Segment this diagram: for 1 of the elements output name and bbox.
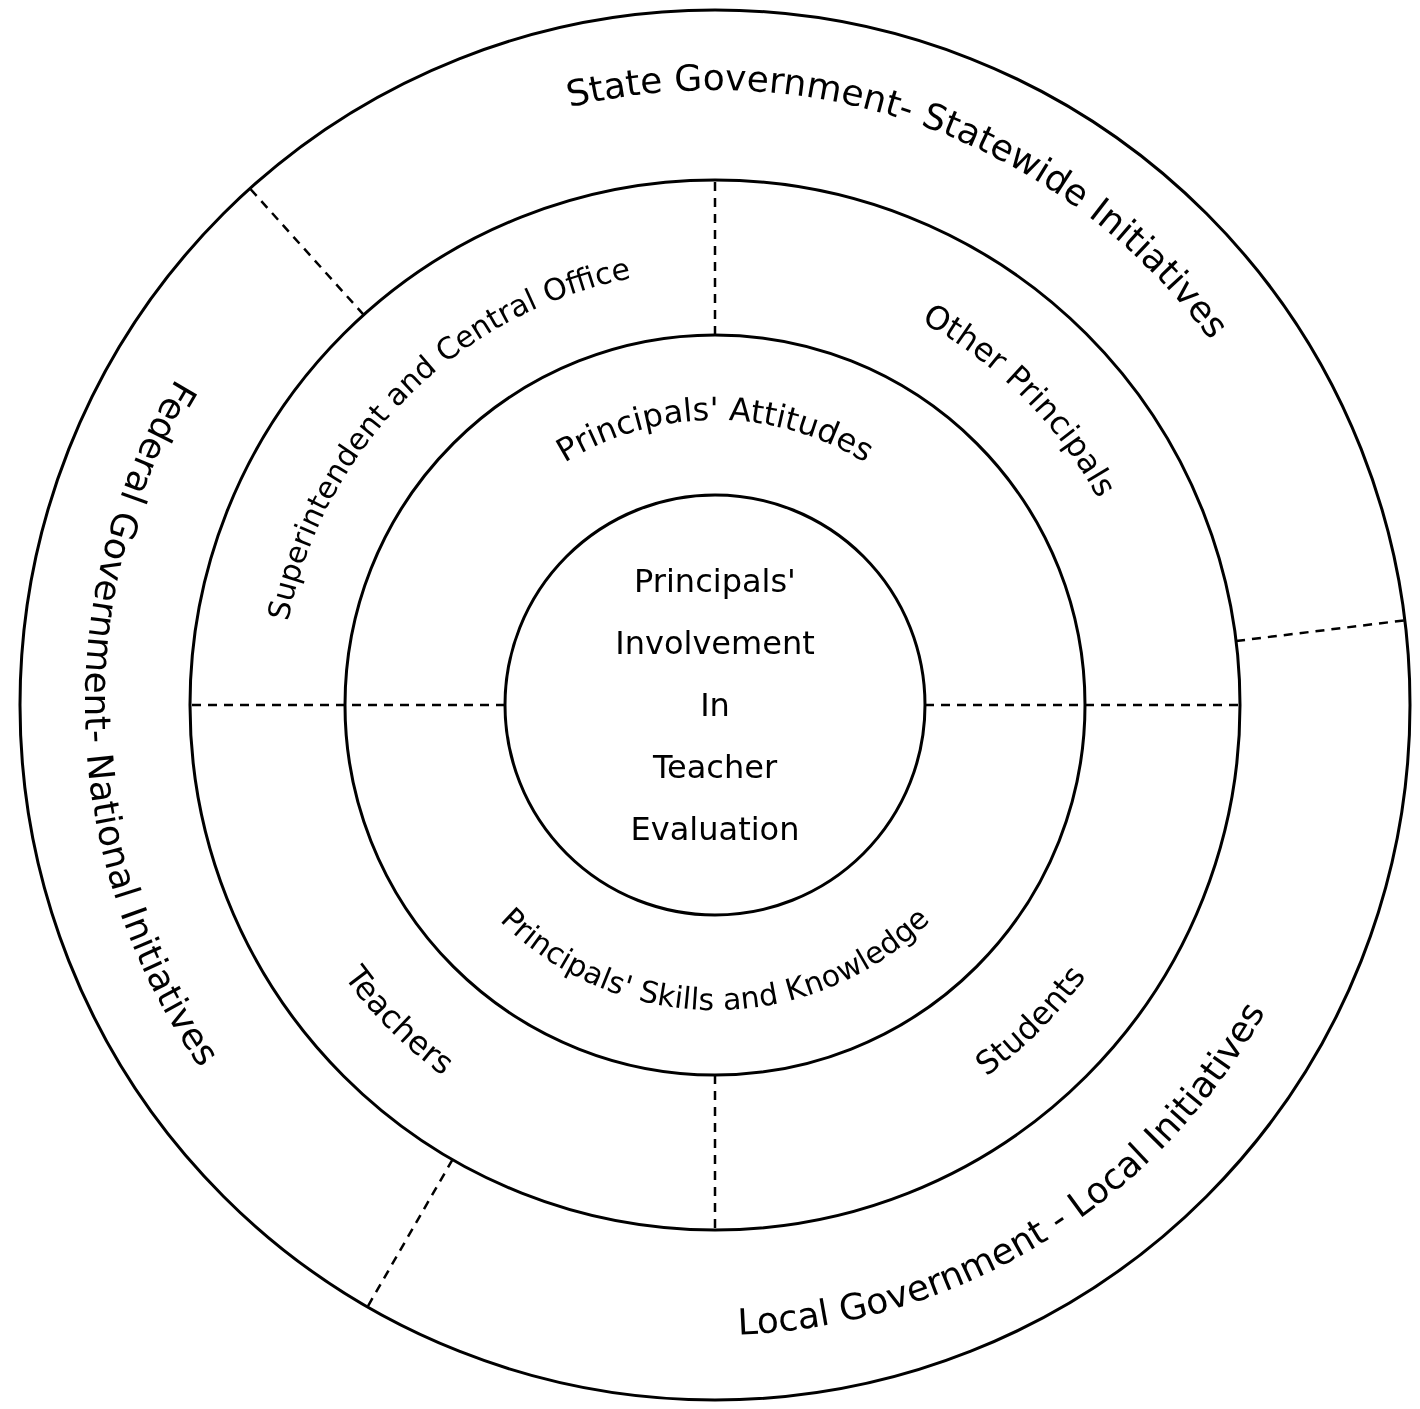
center-label: Principals' Involvement In Teacher Evaluation [615,562,815,848]
